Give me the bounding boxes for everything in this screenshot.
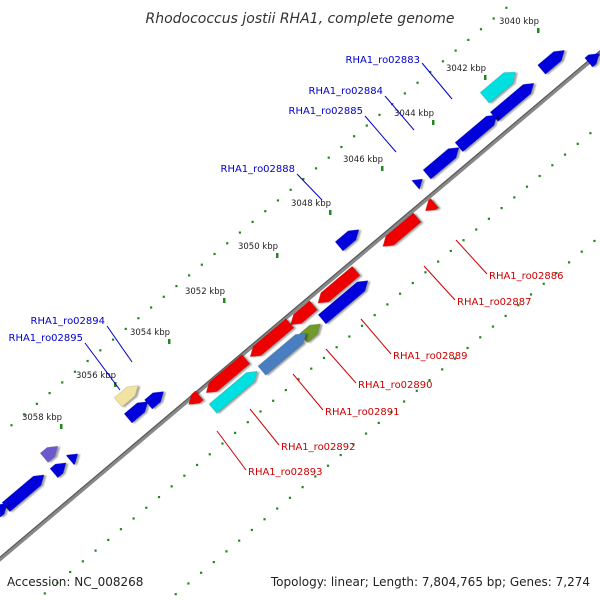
gene-arrow-ro02891[interactable] [246, 318, 295, 362]
gene-label[interactable]: RHA1_ro02888 [221, 164, 296, 175]
gene-arrow-small[interactable] [411, 175, 427, 191]
gene-label-leader [106, 325, 133, 363]
gene-arrow-ro02882[interactable] [537, 46, 569, 75]
scale-tick: 3044 kbp [394, 109, 435, 125]
gene-label[interactable]: RHA1_ro02889 [393, 351, 468, 362]
gene-arrow-ro02886[interactable] [422, 198, 439, 216]
gene-arrow-ro02895[interactable] [123, 397, 152, 424]
gene-label-leader [384, 95, 415, 131]
gene-label-leader [421, 62, 453, 100]
gene-label[interactable]: RHA1_ro02895 [9, 333, 84, 344]
gene-arrow-ro02890[interactable] [287, 300, 318, 330]
scale-tick-label: 3056 kbp [76, 371, 116, 381]
gene-arrow-ro02883[interactable] [479, 67, 520, 104]
gene-arrow-cyan-lower[interactable] [208, 367, 261, 414]
gene-arrow-ro02896[interactable] [49, 458, 70, 479]
gene-label[interactable]: RHA1_ro02883 [346, 55, 421, 66]
tick-track-upper [10, 6, 508, 427]
gene-arrow-slate[interactable] [39, 442, 61, 463]
genome-axis [0, 50, 600, 562]
gene-arrow-steel[interactable] [257, 329, 310, 376]
genome-title: Rhodococcus jostii RHA1, complete genome [145, 11, 454, 27]
tick-track-outer [174, 239, 596, 596]
gene-arrow-ro02892[interactable] [202, 354, 251, 398]
gene-arrow-small-b[interactable] [65, 449, 81, 466]
scale-tick-label: 3044 kbp [394, 109, 434, 119]
scale-tick-label: 3048 kbp [291, 199, 331, 209]
gene-label[interactable]: RHA1_ro02893 [248, 467, 323, 478]
gene-label[interactable]: RHA1_ro02887 [457, 297, 532, 308]
gene-arrow-ro02888[interactable] [334, 225, 363, 252]
tick-track-lower [43, 132, 592, 595]
gene-label[interactable]: RHA1_ro02884 [309, 86, 384, 97]
scale-tick-label: 3050 kbp [238, 242, 278, 252]
gene-label-leader [423, 265, 456, 301]
scale-tick: 3046 kbp [343, 155, 384, 171]
gene-label[interactable]: RHA1_ro02892 [281, 442, 356, 453]
scale-tick-label: 3046 kbp [343, 155, 383, 165]
gene-arrow-ro02886f[interactable] [422, 143, 463, 180]
gene-label[interactable]: RHA1_ro02886 [489, 271, 564, 282]
gene-arrow-ro02898[interactable] [0, 499, 11, 518]
gene-arrow-ro02885[interactable] [454, 110, 501, 153]
gene-label-leader [216, 430, 247, 471]
gene-arrow-ro02884[interactable] [489, 79, 537, 122]
scale-tick: 3056 kbp [76, 371, 117, 387]
gene-label[interactable]: RHA1_ro02894 [31, 316, 106, 327]
scale-tick: 3040 kbp [499, 17, 540, 33]
gene-label[interactable]: RHA1_ro02891 [325, 407, 400, 418]
gene-arrow-ro02881[interactable] [584, 49, 600, 68]
scale-tick-label: 3052 kbp [185, 287, 225, 297]
gene-arrow-ro02893[interactable] [185, 390, 204, 409]
scale-tick: 3042 kbp [446, 64, 487, 80]
gene-label-leader [84, 342, 121, 391]
gene-label-leader [249, 408, 280, 446]
scale-tick-label: 3040 kbp [499, 17, 539, 27]
scale-tick: 3048 kbp [291, 199, 332, 215]
scale-tick-label: 3042 kbp [446, 64, 486, 74]
gene-label-leader [455, 239, 488, 275]
gene-arrow-ro02895b[interactable] [144, 387, 167, 410]
gene-label-leader [360, 318, 392, 355]
gene-arrow-ro02887[interactable] [379, 212, 422, 251]
gene-label[interactable]: RHA1_ro02885 [289, 106, 364, 117]
gene-arrow-ro02894[interactable] [113, 381, 142, 408]
gene-label-leader [364, 115, 397, 153]
scale-tick: 3050 kbp [238, 242, 279, 258]
scale-tick: 3058 kbp [22, 413, 63, 429]
gene-label-leader [296, 173, 323, 201]
gene-label-leader [292, 373, 324, 411]
scale-tick: 3052 kbp [185, 287, 226, 303]
genome-summary-text: Topology: linear; Length: 7,804,765 bp; … [270, 575, 590, 589]
accession-text: Accession: NC_008268 [7, 575, 143, 589]
scale-tick-label: 3054 kbp [130, 328, 170, 338]
gene-label-leader [325, 348, 357, 384]
gene-label[interactable]: RHA1_ro02890 [358, 380, 433, 391]
gene-arrow-ro02889f[interactable] [317, 276, 372, 325]
scale-tick: 3054 kbp [130, 328, 171, 344]
gene-arrow-ro02897[interactable] [1, 470, 48, 513]
gene-arrow-ro02889[interactable] [314, 265, 361, 307]
scale-tick-label: 3058 kbp [22, 413, 62, 423]
